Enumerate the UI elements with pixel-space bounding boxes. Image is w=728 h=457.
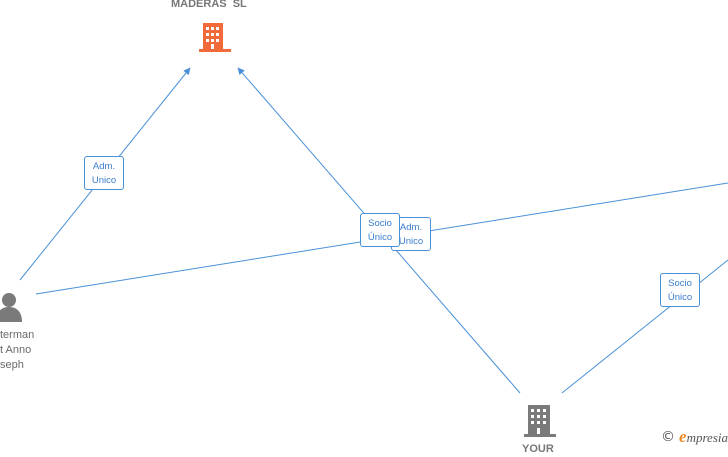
edge-label-adm-left[interactable]: Adm. Unico: [84, 156, 124, 190]
person-left-label[interactable]: terman t Anno seph: [0, 329, 35, 371]
person-icon[interactable]: [0, 293, 22, 322]
brand-logo: empresia: [679, 427, 728, 446]
building-icon[interactable]: [524, 405, 556, 437]
watermark: © empresia: [661, 427, 728, 447]
copyright-symbol: ©: [661, 429, 676, 445]
building-icon[interactable]: [199, 23, 231, 52]
company-top-label[interactable]: MADERAS SL: [171, 0, 247, 10]
edge-company-bottom-to-offscreen-right[interactable]: [561, 259, 728, 394]
edge-label-socio-center[interactable]: Socio Único: [360, 213, 400, 247]
edge-label-socio-right[interactable]: Socio Único: [660, 273, 700, 307]
